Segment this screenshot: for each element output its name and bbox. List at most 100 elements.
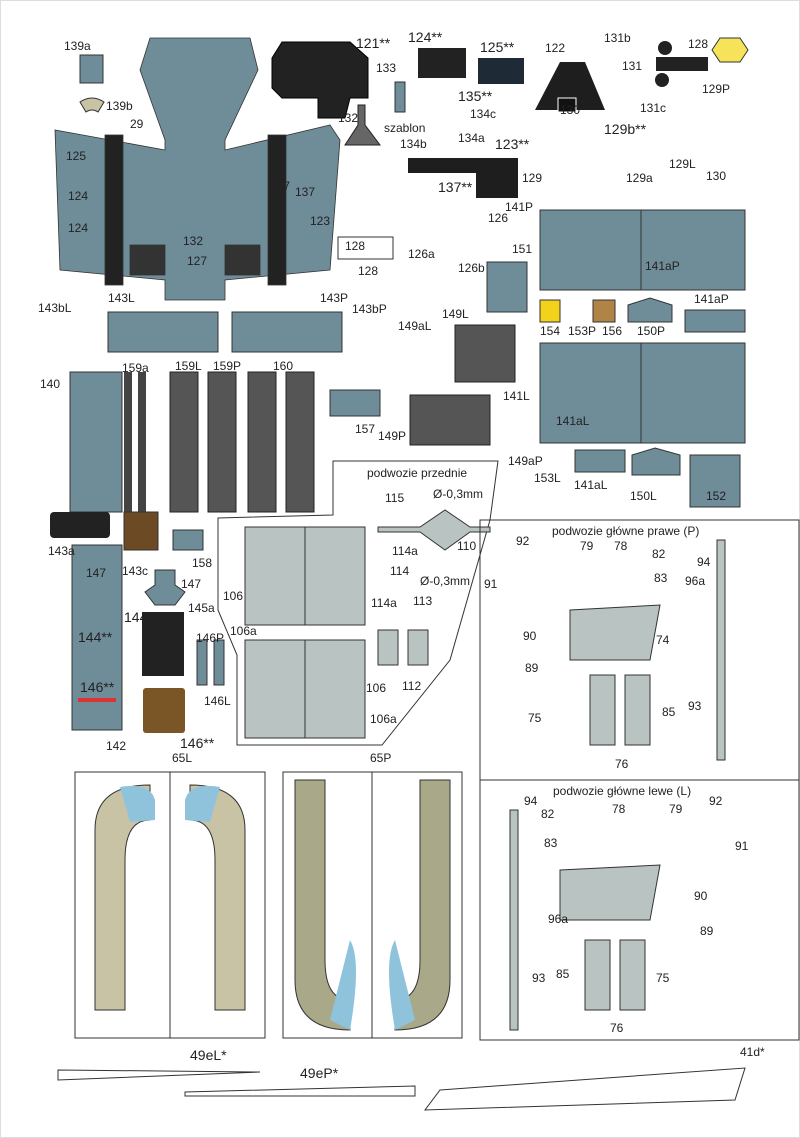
part-number-label: 122 bbox=[545, 41, 566, 55]
part-112-b bbox=[407, 629, 429, 666]
part-number-label: 91 bbox=[735, 839, 749, 853]
part-94-right bbox=[716, 539, 726, 761]
part-number-label: 157 bbox=[355, 422, 376, 436]
part-number-label: 137 bbox=[270, 179, 291, 193]
part-number-label: 79 bbox=[669, 802, 683, 816]
part-number-label: 141aL bbox=[556, 414, 590, 428]
part-65L-left bbox=[94, 784, 151, 1011]
part-number-label: 106a bbox=[370, 712, 397, 726]
part-number-label: 83 bbox=[544, 836, 558, 850]
part-number-label: 94 bbox=[524, 794, 538, 808]
part-number-label: 93 bbox=[688, 699, 702, 713]
part-number-label: 151 bbox=[512, 242, 533, 256]
part-41d bbox=[423, 1067, 746, 1111]
section-title: podwozie główne lewe (L) bbox=[553, 784, 692, 798]
part-number-label: 113 bbox=[413, 594, 433, 608]
part-number-label: 147 bbox=[86, 566, 107, 580]
part-number-label: 137** bbox=[438, 179, 473, 195]
part-number-label: 78 bbox=[612, 802, 626, 816]
part-159P bbox=[207, 371, 237, 513]
part-146P bbox=[196, 639, 208, 686]
part-number-label: 125** bbox=[480, 39, 515, 55]
part-159L bbox=[169, 371, 199, 513]
part-number-label: 143P bbox=[320, 291, 349, 305]
part-49eP bbox=[184, 1085, 416, 1097]
part-number-label: 124 bbox=[68, 189, 89, 203]
part-number-label: 134a bbox=[458, 131, 485, 145]
part-number-label: 134c bbox=[470, 107, 497, 121]
part-number-label: 93 bbox=[532, 971, 546, 985]
part-number-label: 139b bbox=[106, 99, 133, 113]
part-number-label: 144** bbox=[78, 629, 113, 645]
part-76-right-a bbox=[589, 674, 616, 746]
part-number-label: 129 bbox=[522, 171, 543, 185]
part-number-label: 150L bbox=[630, 489, 657, 503]
part-number-label: 160 bbox=[273, 359, 294, 373]
part-49eL bbox=[57, 1069, 261, 1081]
part-152 bbox=[689, 454, 741, 508]
section-title: podwozie główne prawe (P) bbox=[552, 524, 700, 538]
part-number-label: Ø-0,3mm bbox=[420, 574, 471, 588]
part-number-label: 85 bbox=[556, 967, 570, 981]
part-133 bbox=[394, 81, 406, 113]
part-125-panel bbox=[478, 58, 524, 84]
part-number-label: 140 bbox=[40, 377, 61, 391]
part-number-label: 143L bbox=[108, 291, 135, 305]
part-number-label: 112 bbox=[402, 679, 422, 693]
part-number-label: 141L bbox=[503, 389, 530, 403]
part-number-label: 132 bbox=[338, 111, 359, 125]
part-number-label: 146L bbox=[204, 694, 231, 708]
part-139a bbox=[79, 54, 104, 84]
part-149L bbox=[454, 324, 516, 383]
part-number-label: 110 bbox=[457, 539, 477, 553]
part-141L bbox=[539, 342, 746, 444]
part-number-label: 143bL bbox=[38, 301, 72, 315]
part-number-label: 114 bbox=[390, 564, 410, 578]
part-number-label: 143c bbox=[122, 564, 149, 578]
part-number-label: 131b bbox=[604, 31, 631, 45]
part-number-label: 96a bbox=[548, 912, 569, 926]
part-number-label: 149aP bbox=[508, 454, 543, 468]
part-number-label: 133 bbox=[376, 61, 397, 75]
part-150L bbox=[631, 447, 681, 476]
part-157 bbox=[329, 389, 381, 417]
part-number-label: 96a bbox=[685, 574, 706, 588]
part-150P bbox=[627, 297, 673, 323]
part-number-label: 149aL bbox=[398, 319, 432, 333]
part-number-label: 137 bbox=[295, 185, 316, 199]
part-number-label: 78 bbox=[614, 539, 628, 553]
part-number-label: 82 bbox=[541, 807, 555, 821]
part-143P bbox=[231, 311, 343, 353]
part-156 bbox=[592, 299, 616, 323]
part-143a bbox=[50, 512, 110, 538]
part-139b bbox=[79, 97, 105, 113]
part-131-disc-b bbox=[655, 73, 669, 87]
part-159a-2 bbox=[138, 372, 146, 512]
part-number-label: 143a bbox=[48, 544, 75, 558]
part-number-label: 89 bbox=[525, 661, 539, 675]
part-number-label: 128 bbox=[345, 239, 366, 253]
part-number-label: 91 bbox=[484, 577, 498, 591]
part-122-cone bbox=[535, 62, 605, 110]
part-number-label: 65P bbox=[370, 751, 392, 765]
part-number-label: 76 bbox=[615, 757, 629, 771]
part-160-b bbox=[285, 371, 315, 513]
part-number-label: 144** bbox=[124, 609, 159, 625]
part-number-label: 149P bbox=[378, 429, 407, 443]
part-number-label: 159a bbox=[122, 361, 149, 375]
part-128-strip bbox=[337, 236, 394, 260]
part-number-label: 152 bbox=[706, 489, 727, 503]
part-number-label: 123** bbox=[495, 136, 530, 152]
part-number-label: 90 bbox=[694, 889, 708, 903]
part-number-label: 145a bbox=[188, 601, 215, 615]
part-158 bbox=[172, 529, 204, 551]
part-number-label: 29 bbox=[130, 117, 144, 131]
part-number-label: 94 bbox=[697, 555, 711, 569]
part-number-label: 79 bbox=[580, 539, 594, 553]
part-74-left bbox=[559, 864, 661, 921]
part-number-label: 139a bbox=[64, 39, 91, 53]
part-number-label: 129P bbox=[702, 82, 731, 96]
part-number-label: 146P bbox=[196, 631, 225, 645]
